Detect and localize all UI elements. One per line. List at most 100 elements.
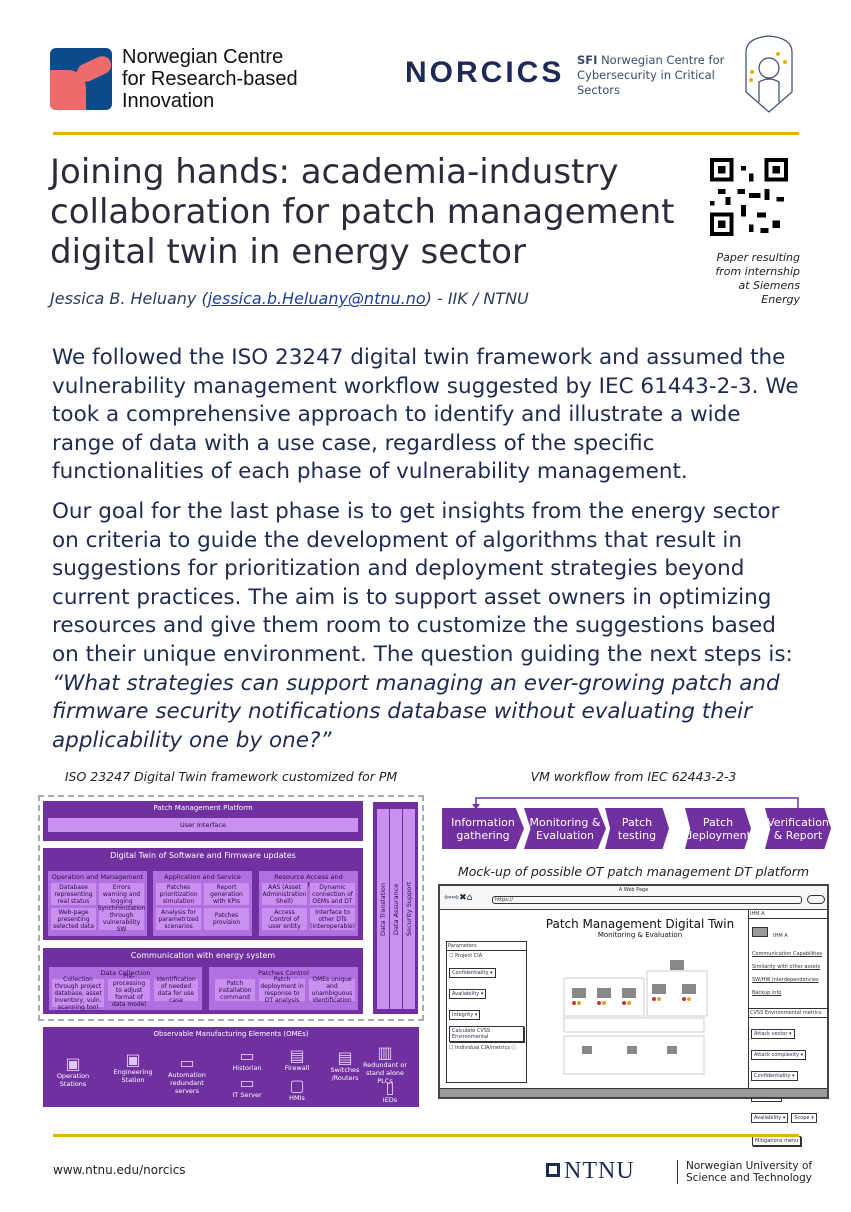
availability-select[interactable]: Availability ▾ <box>449 989 487 999</box>
pc-item: OMEs unique and unambiguous identificati… <box>309 976 355 1004</box>
hmi-link[interactable]: Communication Capabilities <box>752 951 823 957</box>
ome-item: ▢HMIs <box>272 1076 322 1103</box>
search-pill[interactable] <box>807 895 825 904</box>
workflow-step: Monitoring & Evaluation <box>524 808 606 849</box>
confidentiality-select[interactable]: Confidentiality ▾ <box>449 968 496 978</box>
cvss-title: CVSS Environmental metrics <box>749 1008 828 1018</box>
data-translation-bar: Data Translation <box>377 809 389 1009</box>
ome-item: ▣Engineering Station <box>108 1050 158 1085</box>
mockup-window: A Web Page ⇦⇨✖⌂ https:// Patch Managemen… <box>438 884 829 1146</box>
dt-group-title: Application and Service <box>164 873 241 881</box>
ome-item: ▯IEDs <box>365 1080 415 1105</box>
divider <box>53 132 799 135</box>
ome-device-icon: ▭ <box>239 1073 255 1092</box>
individual-label: Individual CIA/metrics <box>455 1045 510 1051</box>
select-label: Confidentiality <box>452 970 489 976</box>
mockup-subtitle: Monitoring & Evaluation <box>597 931 683 939</box>
browser-nav-icons[interactable]: ⇦⇨✖⌂ <box>444 893 473 903</box>
footer-url[interactable]: www.ntnu.edu/norcics <box>53 1163 186 1177</box>
project-cia-checkbox[interactable]: ☐ Project CIA <box>449 953 483 959</box>
rcn-logo <box>50 48 112 110</box>
dc-item: Pre-processing to adjust format of data … <box>108 973 150 1008</box>
paragraph-1: We followed the ISO 23247 digital twin f… <box>52 345 799 485</box>
individual-metrics-checkbox[interactable]: ☐ Individual CIA/metrics ⓘ <box>449 1045 517 1051</box>
parameters-panel: Parameters ☐ Project CIA Confidentiality… <box>446 941 527 1083</box>
norcics-logo: NORCICS <box>405 56 565 89</box>
ome-device-icon: ▭ <box>239 1046 255 1065</box>
ome-item: ▭Automation redundant servers <box>162 1053 212 1096</box>
cvss-select[interactable]: Confidentiality ▾ <box>751 1071 798 1081</box>
ome-item: ▤Switches /Routers <box>320 1048 370 1083</box>
hmi-link[interactable]: Similarity with other assets <box>752 964 821 970</box>
ome-label: Engineering Station <box>113 1068 153 1084</box>
cvss-select[interactable]: Attack complexity ▾ <box>751 1050 807 1060</box>
network-topology-diagram <box>563 960 708 1075</box>
ome-label: IT Server <box>232 1091 262 1099</box>
patch-management-platform: Patch Management Platform User Interface <box>43 801 363 841</box>
ome-title: Observable Manufacturing Elements (OMEs) <box>153 1030 309 1038</box>
framework-dashed-border <box>38 795 424 1021</box>
select-label: Integrity <box>452 1012 474 1018</box>
rcn-line: Norwegian Centre <box>122 46 284 68</box>
ntnu-sub-line: Norwegian University of <box>686 1160 813 1172</box>
author-line: Jessica B. Heluany (jessica.b.Heluany@nt… <box>50 289 529 308</box>
ome-label: Redundant or stand alone PLCs <box>362 1061 408 1085</box>
security-support-bar: Security Support <box>403 809 415 1009</box>
mockup-title: Patch Management Digital Twin <box>545 917 735 931</box>
dt-item: AAS (Asset Administration Shell) <box>262 883 307 905</box>
ome-device-icon: ▤ <box>289 1046 305 1065</box>
ome-label: Operation Stations <box>56 1072 90 1088</box>
ome-label: Switches /Routers <box>330 1066 360 1082</box>
platform-title: Patch Management Platform <box>153 804 253 812</box>
rcn-line: for Research-based <box>122 68 298 90</box>
mockup-status-bar <box>440 1088 827 1097</box>
qr-code[interactable] <box>710 158 788 236</box>
framework-caption: ISO 23247 Digital Twin framework customi… <box>64 769 398 784</box>
author-email-link[interactable]: jessica.b.Heluany@ntnu.no <box>207 289 426 308</box>
workflow-step: Patch testing <box>605 808 669 849</box>
pc-item: Patch installation command <box>215 979 255 1001</box>
hmi-link[interactable]: Backup info <box>752 990 782 996</box>
dt-item: Web-page presenting selected data <box>51 908 96 930</box>
ome-device-icon: ▢ <box>289 1076 305 1095</box>
ome-label: Historian <box>232 1064 262 1072</box>
dt-item: Database representing real status <box>51 883 96 905</box>
calculate-cvss-button[interactable]: Calculate CVSS Environmental <box>449 1026 524 1042</box>
ome-device-icon: ▤ <box>337 1048 353 1067</box>
select-label: Availability <box>452 991 480 997</box>
data-collection-title: Data Collection <box>100 969 151 977</box>
select-label: Integrity <box>754 1094 776 1100</box>
url-bar[interactable]: https:// <box>492 896 802 904</box>
cvss-select[interactable]: Scope ▾ <box>791 1113 817 1123</box>
author-affiliation: ) - IIK / NTNU <box>425 289 529 308</box>
dt-item: Patches provision <box>204 908 249 930</box>
ntnu-sub-line: Science and Technology <box>686 1172 812 1184</box>
qr-caption-line: at Siemens Energy <box>738 279 800 306</box>
rcn-line: Innovation <box>122 90 215 112</box>
ome-box: Observable Manufacturing Elements (OMEs) <box>43 1027 419 1107</box>
qr-caption-line: Paper resulting <box>716 251 800 264</box>
mockup-window-title: A Web Page <box>618 887 649 893</box>
workflow-feedback-arrow <box>472 797 799 810</box>
integrity-select[interactable]: Integrity ▾ <box>449 1010 481 1020</box>
select-label: Availability <box>754 1115 782 1121</box>
ome-device-icon: ▭ <box>179 1053 195 1072</box>
hmi-icon <box>752 927 768 937</box>
select-label: Attack complexity <box>754 1052 800 1058</box>
ome-item: ▭IT Server <box>222 1073 272 1100</box>
mitigations-menu-button[interactable]: Mitigations menu <box>752 1136 802 1146</box>
ome-device-icon: ▥ <box>377 1043 393 1062</box>
select-label: Attack vector <box>754 1031 788 1037</box>
cvss-select[interactable]: Attack vector ▾ <box>751 1029 795 1039</box>
guiding-question: “What strategies can support managing an… <box>52 670 780 753</box>
patches-control-title: Patches Control <box>258 969 309 977</box>
workflow-step: Patch deployment <box>685 808 751 849</box>
dt-item: Analysis for parametrized scenarios <box>156 908 201 930</box>
hmi-link[interactable]: SW/HW Interdependencies <box>752 977 819 983</box>
workflow-step: Information gathering <box>442 808 524 849</box>
ome-device-icon: ▣ <box>125 1050 141 1069</box>
cvss-select[interactable]: Availability ▾ <box>751 1113 789 1123</box>
ome-item: ▭Historian <box>222 1046 272 1073</box>
divider <box>53 1134 799 1137</box>
